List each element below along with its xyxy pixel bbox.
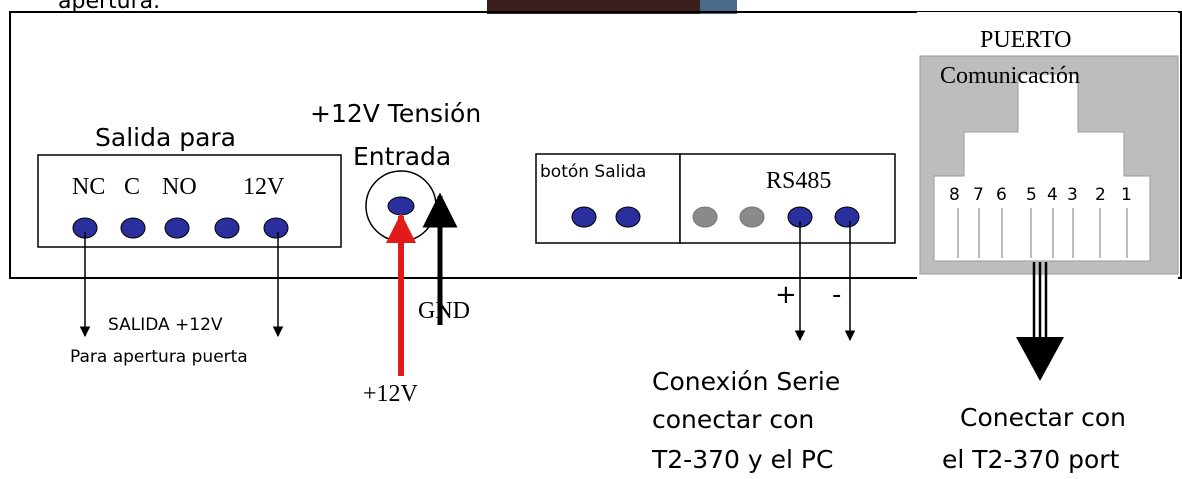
exit-button-terminal-1[interactable]	[571, 206, 597, 228]
port-title-line2: Comunicación	[940, 63, 1080, 89]
header-fragment: apertura.	[58, 0, 160, 14]
rs485-terminal-minus[interactable]	[834, 206, 860, 228]
power-jack-pin	[387, 196, 415, 216]
port-note-line2: el T2-370 port	[942, 445, 1120, 474]
rs485-plus-sign: +	[775, 280, 797, 310]
output-block-title: Salida para	[95, 123, 236, 152]
output-note-line1: SALIDA +12V	[108, 315, 223, 335]
output-terminal-no[interactable]	[164, 217, 190, 239]
rs485-note-line2: conectar con	[652, 405, 814, 434]
port-connector	[919, 55, 1179, 275]
port-pin-label: 6	[996, 185, 1007, 205]
device-panel	[9, 11, 1182, 279]
rs485-note-line1: Conexión Serie	[652, 367, 840, 396]
gnd-label: GND	[418, 298, 470, 324]
port-cable-arrowhead	[1016, 337, 1064, 381]
port-pin-label: 7	[973, 185, 984, 205]
device-photo-edge	[700, 0, 737, 14]
power-input-title-line2: Entrada	[353, 142, 451, 171]
terminal-label-c: C	[124, 174, 140, 200]
device-photo-fragment	[487, 0, 737, 14]
exit-button-label: botón Salida	[540, 162, 646, 182]
port-pin-label: 4	[1047, 185, 1058, 205]
rs485-terminal-unused-1	[692, 206, 718, 228]
output-terminal-12v[interactable]	[263, 217, 289, 239]
rs485-label: RS485	[766, 168, 831, 194]
port-pin-label: 8	[949, 185, 960, 205]
port-title-line1: PUERTO	[980, 27, 1071, 53]
rs485-note-line3: T2-370 y el PC	[651, 445, 833, 474]
terminal-label-nc: NC	[72, 174, 105, 200]
rs485-minus-sign: -	[832, 280, 841, 310]
exit-button-terminal-2[interactable]	[615, 206, 641, 228]
port-cable	[1032, 262, 1048, 345]
power-plus-label: +12V	[363, 381, 419, 407]
output-terminal-gnd[interactable]	[214, 217, 240, 239]
output-terminal-c[interactable]	[120, 217, 146, 239]
port-pin-label: 5	[1026, 185, 1037, 205]
output-note-line2: Para apertura puerta	[70, 347, 248, 367]
port-pin-label: 3	[1067, 185, 1078, 205]
terminal-label-no: NO	[162, 174, 197, 200]
terminal-label-12v: 12V	[243, 174, 285, 200]
port-note-line1: Conectar con	[960, 403, 1126, 432]
power-input-title-line1: +12V Tensión	[310, 99, 481, 128]
port-pin-label: 2	[1095, 185, 1106, 205]
port-pin-lines	[957, 208, 1128, 258]
rs485-terminal-unused-2	[739, 206, 765, 228]
rs485-block	[679, 153, 896, 244]
port-pin-label: 1	[1121, 185, 1132, 205]
exit-button-block	[535, 153, 681, 244]
